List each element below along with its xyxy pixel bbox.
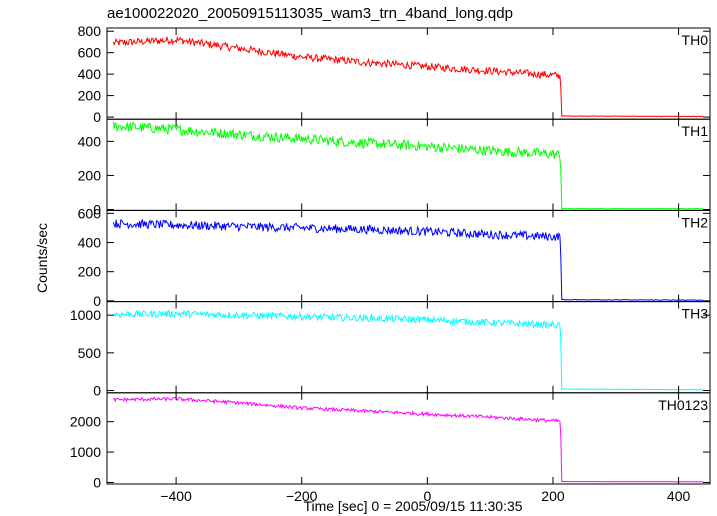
series-line-th0 (112, 35, 704, 118)
series-line-th1 (112, 121, 704, 210)
x-tick-label: 200 (541, 488, 565, 504)
y-tick-label: 200 (78, 264, 102, 280)
y-tick-label: 600 (78, 205, 102, 221)
panel-label-th0: TH0 (682, 32, 709, 48)
series-line-th3 (113, 309, 704, 391)
y-tick-label: 2000 (70, 414, 101, 430)
y-tick-label: 0 (93, 383, 101, 399)
y-tick-label: 400 (78, 66, 102, 82)
x-tick-label: −200 (286, 488, 318, 504)
y-tick-label: 1000 (70, 444, 101, 460)
y-tick-label: 0 (93, 474, 101, 490)
y-tick-label: 200 (78, 167, 102, 183)
panel-frame-th2 (106, 209, 711, 303)
panel-frame-th0123 (106, 392, 711, 485)
y-tick-label: 0 (93, 109, 101, 125)
y-tick-label: 0 (93, 202, 101, 218)
panel-label-th1: TH1 (682, 123, 709, 139)
y-axis-label: Counts/sec (34, 223, 50, 293)
panel-label-th0123: TH0123 (658, 397, 708, 413)
y-tick-label: 400 (78, 133, 102, 149)
y-tick-label: 1000 (70, 307, 101, 323)
panels-group: 0200400600800TH00200400TH10200400600TH20… (70, 23, 711, 504)
y-tick-label: 600 (78, 45, 102, 61)
panel-frame-th1 (106, 118, 711, 211)
panel-frame-th3 (106, 301, 711, 394)
y-tick-label: 400 (78, 235, 102, 251)
x-axis-label: Time [sec] 0 = 2005/09/15 11:30:35 (303, 498, 522, 514)
series-line-th0123 (113, 396, 704, 483)
panel-label-th2: TH2 (682, 214, 709, 230)
chart-title: ae100022020_20050915113035_wam3_trn_4ban… (107, 5, 513, 22)
y-tick-label: 800 (78, 23, 102, 39)
series-line-th2 (112, 218, 704, 301)
x-tick-label: 0 (423, 488, 431, 504)
x-tick-label: −400 (160, 488, 192, 504)
y-tick-label: 500 (78, 345, 102, 361)
panel-label-th3: TH3 (682, 306, 709, 322)
x-tick-label: 400 (667, 488, 691, 504)
y-tick-label: 0 (93, 293, 101, 309)
y-tick-label: 200 (78, 88, 102, 104)
